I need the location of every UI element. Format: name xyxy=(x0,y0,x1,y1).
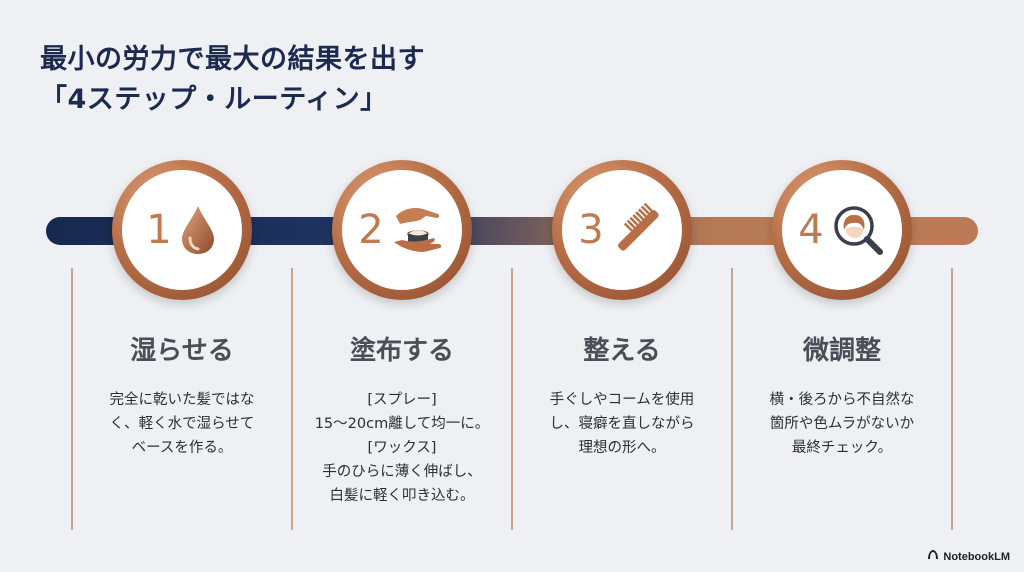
title-line-2: 「4ステップ・ルーティン」 xyxy=(40,84,388,115)
comb-icon xyxy=(610,202,666,258)
divider-line xyxy=(291,268,293,530)
step-2-badge: 2 xyxy=(332,160,472,300)
step-3-badge: 3 xyxy=(552,160,692,300)
page-title: 最小の労力で最大の結果を出す 「4ステップ・ルーティン」 xyxy=(40,40,425,120)
water-drop-icon xyxy=(178,204,218,256)
divider-line xyxy=(511,268,513,530)
step-4-badge: 4 xyxy=(772,160,912,300)
step-2-title: 塗布する xyxy=(349,336,454,366)
step-4-number: 4 xyxy=(798,207,824,253)
step-1-description: 完全に乾いた髪ではな く、軽く水で湿らせて ベースを作る。 xyxy=(109,392,255,456)
divider-line xyxy=(731,268,733,530)
step-4-title: 微調整 xyxy=(802,336,881,366)
step-1-title: 湿らせる xyxy=(130,336,234,366)
magnifier-hair-icon xyxy=(830,202,886,258)
divider-line xyxy=(951,268,953,530)
title-line-1: 最小の労力で最大の結果を出す xyxy=(40,44,425,75)
step-2-number: 2 xyxy=(358,207,384,253)
step-3-title: 整える xyxy=(583,336,661,366)
brand-label: NotebookLM xyxy=(943,550,1010,563)
step-3-description: 手ぐしやコームを使用 し、寝癖を直しながら 理想の形へ。 xyxy=(549,392,695,456)
step-4-description: 横・後ろから不自然な 箇所や色ムラがないか 最終チェック。 xyxy=(769,392,915,456)
brand-badge: NotebookLM xyxy=(927,549,1010,564)
notebooklm-logo-icon xyxy=(927,549,939,564)
step-1-badge: 1 xyxy=(112,160,252,300)
step-1-number: 1 xyxy=(146,207,172,253)
step-2-description: [スプレー] 15〜20cm離して均一に。 [ワックス] 手のひらに薄く伸ばし、… xyxy=(314,392,490,504)
hands-applying-product-icon xyxy=(390,202,446,258)
divider-line xyxy=(71,268,73,530)
step-3-number: 3 xyxy=(578,207,604,253)
